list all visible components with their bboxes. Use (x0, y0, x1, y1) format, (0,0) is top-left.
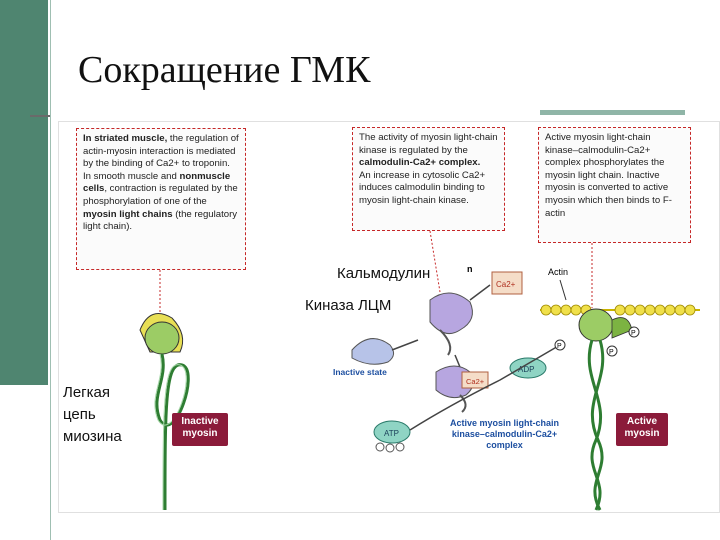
kinase-upper (429, 292, 473, 356)
active-badge-line-1: Active (626, 416, 657, 427)
active-kinase-link (459, 394, 467, 413)
calmodulin-label: Кальмодулин (337, 265, 431, 282)
right-box-text: Active myosin light-chain kinase–calmodu… (545, 132, 672, 219)
actin-label: Actin (548, 267, 568, 277)
adp-ellipse (509, 357, 547, 379)
adp-molecule: ADP (509, 357, 547, 379)
complex-caption-line-3: complex (486, 440, 523, 450)
myosin-head-right (578, 308, 614, 342)
complex-caption-line-2: kinase–calmodulin-Ca2+ (451, 429, 558, 439)
myosin-head-left (144, 321, 180, 355)
left-box-text-2c: (the regulatory light chain). (83, 208, 238, 233)
kinase-inactive: Inactive state (333, 338, 394, 377)
phosphate-arrow-end (554, 339, 566, 351)
active-complex: Ca2+ (435, 365, 489, 413)
left-box-bold-2: nonmuscle cells (83, 170, 231, 195)
text-box-middle: The activity of myosin light-chain kinas… (352, 127, 505, 231)
actin-bead (674, 304, 686, 316)
myosin-tail-right-a (587, 339, 602, 511)
atp-ellipse (373, 420, 411, 444)
actin-bead (684, 304, 696, 316)
title-rule-left (30, 115, 50, 117)
kinase-label: Киназа ЛЦМ (305, 297, 392, 314)
inactive-badge-line-1: Inactive (181, 416, 219, 427)
inactive-badge-line-2: myosin (182, 428, 218, 439)
actin-bead (550, 304, 562, 316)
light-chain-label-1: Легкая (63, 384, 111, 401)
light-chain-label-3: миозина (63, 428, 122, 445)
ca-label: Ca2+ (496, 280, 516, 289)
inactive-kinase-blob (351, 338, 394, 365)
arrow-calcium (469, 284, 491, 301)
fragment-label: n (467, 264, 473, 274)
actin-bead (540, 304, 552, 316)
adp-label: ADP (518, 365, 534, 374)
atp-phosphate-2 (385, 443, 395, 453)
myosin-tail-right-b (590, 339, 605, 511)
left-box-text-2b: , contraction is regulated by the phosph… (83, 183, 238, 207)
left-box-bold-3: myosin light chains (83, 208, 173, 220)
atp-phosphate-3 (395, 442, 405, 452)
text-box-left: In striated muscle, the regulation of ac… (76, 128, 246, 270)
atp-label: ATP (384, 429, 399, 438)
inactive-state-label: Inactive state (333, 367, 387, 377)
calcium-container (491, 271, 523, 295)
active-myosin-badge: Active myosin (616, 413, 668, 446)
phosphate-right-2 (606, 345, 618, 357)
myosin-light-chain-right (611, 317, 633, 339)
myosin-tail-left (155, 353, 190, 511)
slide-title: Сокращение ГМК (78, 49, 371, 91)
phosphate-label-2: P (631, 330, 636, 337)
kinase-link (439, 329, 452, 356)
actin-filament: Actin (540, 267, 700, 316)
inactive-myosin-left (139, 313, 190, 511)
kinase-blob (429, 292, 473, 335)
phosphate-right-1 (628, 326, 640, 338)
actin-bead (560, 304, 572, 316)
phosphate-label-3: P (609, 349, 614, 356)
active-calcium-box (461, 371, 489, 389)
light-chain-label-2: цепь (63, 406, 96, 423)
pointer-line-middle (429, 230, 441, 293)
arrow-inactive (391, 339, 419, 351)
complex-caption-line-1: Active myosin light-chain (450, 418, 560, 428)
side-accent-bar (0, 0, 48, 385)
actin-pointer (559, 279, 567, 301)
myosin-tail-left-highlight (154, 353, 187, 511)
title-rule-right (540, 110, 685, 115)
actin-bead (634, 304, 646, 316)
actin-bead (664, 304, 676, 316)
left-box-text-2a: In smooth muscle and (83, 170, 180, 182)
actin-bead (624, 304, 636, 316)
inactive-myosin-badge: Inactive myosin (172, 413, 228, 446)
complex-caption: Active myosin light-chain kinase–calmodu… (450, 418, 559, 451)
arrow-phosphorylation (409, 344, 561, 431)
actin-bead (570, 304, 582, 316)
middle-box-bold: calmodulin-Ca2+ complex. (359, 157, 481, 169)
vertical-divider (50, 0, 51, 540)
text-box-right: Active myosin light-chain kinase–calmodu… (538, 127, 691, 243)
middle-box-text-2: An increase in cytosolic Ca2+ induces ca… (359, 169, 486, 206)
active-ca-label: Ca2+ (466, 377, 485, 386)
phosphate-label-1: P (557, 343, 562, 350)
atp-molecule: ATP (373, 420, 411, 453)
middle-box-text-1: The activity of myosin light-chain kinas… (359, 132, 498, 156)
left-box-text-1: the regulation of actin-myosin interacti… (83, 133, 239, 170)
left-box-bold-1: In striated muscle, (83, 133, 168, 144)
actin-bead (644, 304, 656, 316)
actin-bead (654, 304, 666, 316)
active-myosin-right: P P (578, 308, 640, 511)
active-badge-line-2: myosin (624, 428, 660, 439)
atp-phosphate-1 (375, 442, 385, 452)
calcium-box: Ca2+ (491, 271, 523, 295)
actin-bead (614, 304, 626, 316)
